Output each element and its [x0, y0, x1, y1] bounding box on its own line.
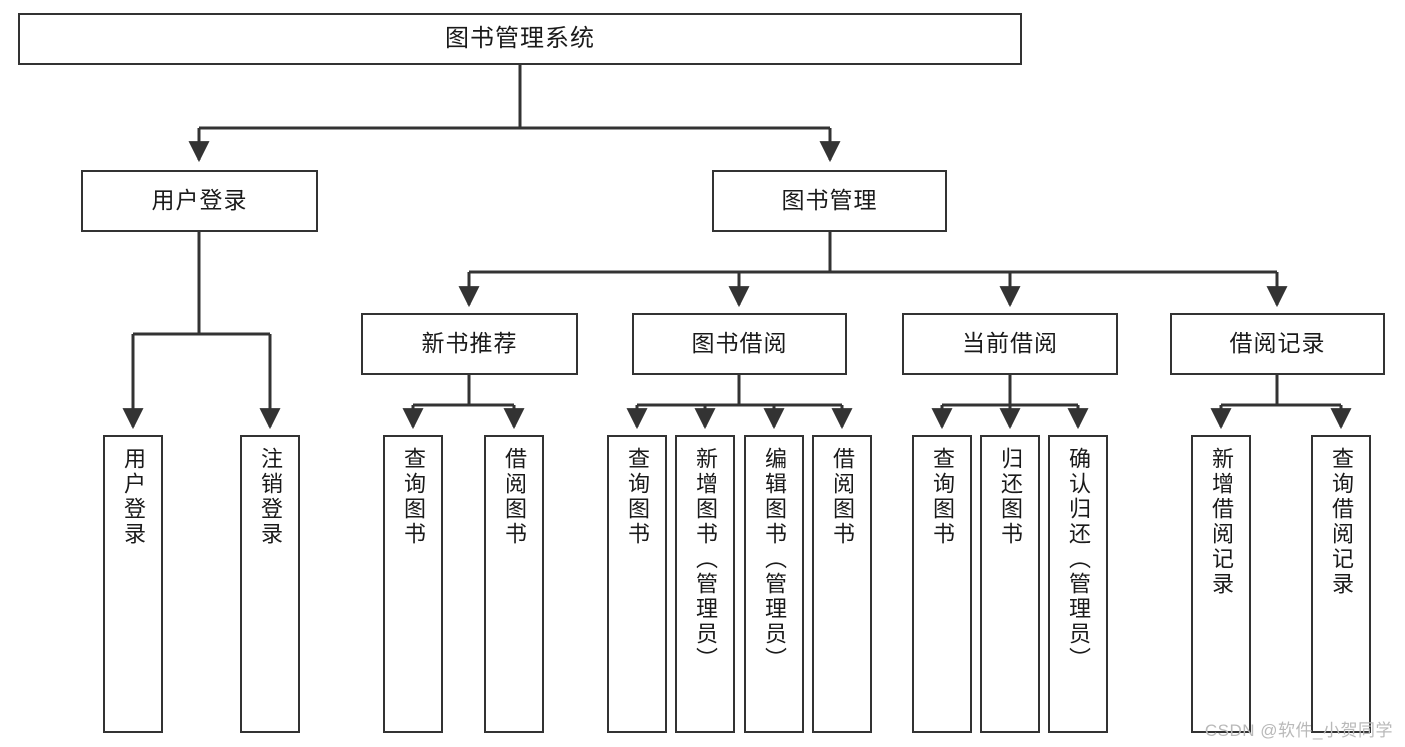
node-label: 借阅图书 [830, 447, 855, 547]
leaf-book-borrow-add[interactable]: 新增图书（管理员） [675, 435, 735, 733]
node-label: 新增借阅记录 [1209, 447, 1234, 597]
leaf-current-borrow-query[interactable]: 查询图书 [912, 435, 972, 733]
node-label: 用户登录 [121, 447, 146, 547]
node-root-book-management-system[interactable]: 图书管理系统 [18, 13, 1022, 65]
node-label: 归还图书 [998, 447, 1023, 547]
node-book-borrow[interactable]: 图书借阅 [632, 313, 847, 375]
node-label: 查询图书 [625, 447, 650, 547]
leaf-user-login-login[interactable]: 用户登录 [103, 435, 163, 733]
node-label: 图书管理 [781, 187, 878, 214]
node-borrow-record[interactable]: 借阅记录 [1170, 313, 1385, 375]
csdn-watermark: CSDN @软件_小贺同学 [1204, 721, 1393, 740]
leaf-book-borrow-edit[interactable]: 编辑图书（管理员） [744, 435, 804, 733]
node-label: 图书管理系统 [445, 24, 595, 52]
node-user-login[interactable]: 用户登录 [81, 170, 318, 232]
leaf-new-book-query[interactable]: 查询图书 [383, 435, 443, 733]
node-label: 注销登录 [258, 447, 283, 547]
leaf-current-borrow-return[interactable]: 归还图书 [980, 435, 1040, 733]
node-current-borrow[interactable]: 当前借阅 [902, 313, 1118, 375]
node-book-management[interactable]: 图书管理 [712, 170, 947, 232]
node-label: 用户登录 [151, 187, 248, 214]
leaf-current-borrow-confirm-return[interactable]: 确认归还（管理员） [1048, 435, 1108, 733]
node-label: 编辑图书（管理员） [762, 447, 787, 672]
node-label: 当前借阅 [962, 330, 1058, 357]
node-label: 借阅记录 [1229, 330, 1326, 357]
leaf-book-borrow-query[interactable]: 查询图书 [607, 435, 667, 733]
node-label: 借阅图书 [502, 447, 527, 547]
node-label: 新书推荐 [421, 330, 518, 357]
leaf-borrow-record-add[interactable]: 新增借阅记录 [1191, 435, 1251, 733]
leaf-user-login-logout[interactable]: 注销登录 [240, 435, 300, 733]
node-label: 查询图书 [930, 447, 955, 547]
leaf-new-book-borrow[interactable]: 借阅图书 [484, 435, 544, 733]
node-label: 新增图书（管理员） [693, 447, 718, 672]
node-new-book-recommend[interactable]: 新书推荐 [361, 313, 578, 375]
leaf-borrow-record-query[interactable]: 查询借阅记录 [1311, 435, 1371, 733]
node-label: 确认归还（管理员） [1066, 447, 1091, 672]
node-label: 查询借阅记录 [1329, 447, 1354, 597]
node-label: 图书借阅 [691, 330, 788, 357]
node-label: 查询图书 [401, 447, 426, 547]
leaf-book-borrow-borrow[interactable]: 借阅图书 [812, 435, 872, 733]
